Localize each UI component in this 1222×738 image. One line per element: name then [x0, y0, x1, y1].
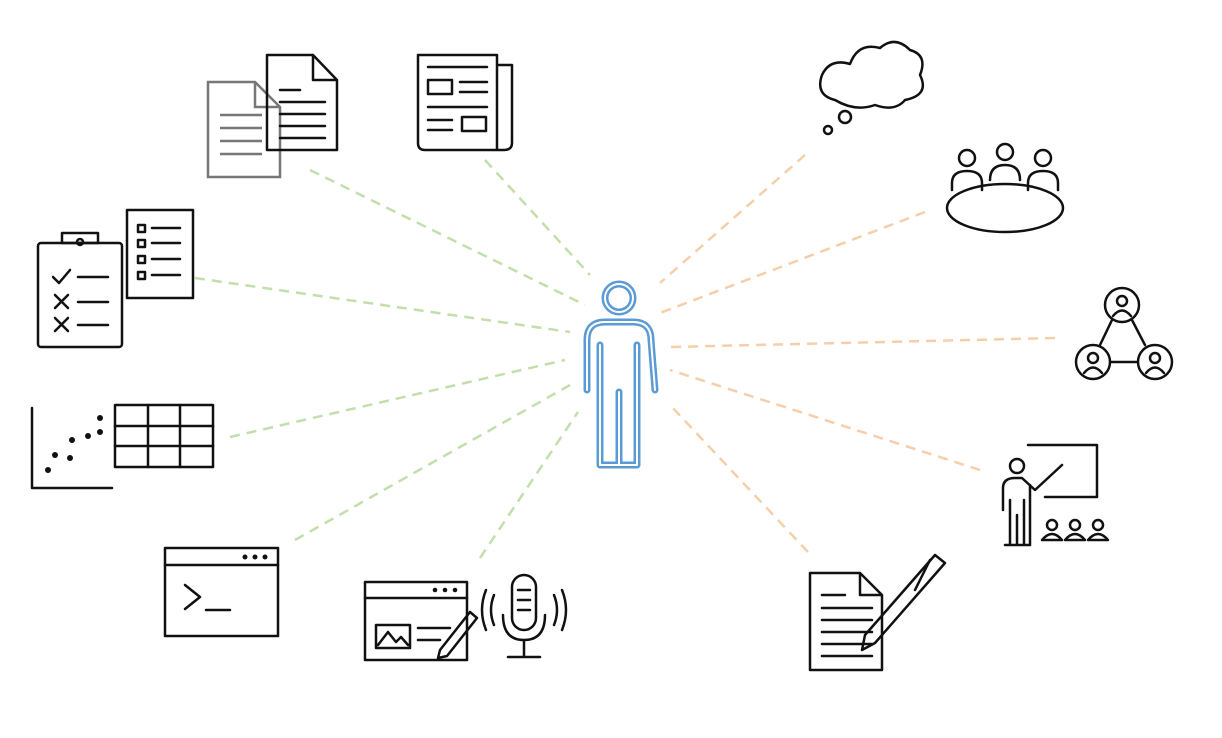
connector-thought	[659, 154, 806, 284]
scatter-table-icon	[30, 403, 215, 490]
connector-terminal	[294, 383, 571, 542]
connector-documents	[309, 168, 586, 307]
newspaper-icon	[416, 53, 514, 152]
meeting-table-icon	[945, 142, 1065, 234]
contract-signing-icon	[808, 553, 947, 672]
presentation-icon	[1001, 443, 1110, 547]
connector-checklist	[194, 276, 571, 334]
connector-scatter-table	[229, 358, 566, 439]
connector-blog-podcast	[478, 411, 580, 559]
connector-presentation	[669, 368, 981, 472]
terminal-icon	[163, 546, 280, 638]
thought-cloud-icon	[818, 40, 925, 136]
connector-newspaper	[484, 159, 591, 276]
connector-network	[669, 336, 1056, 349]
checklist-clipboard-icon	[36, 208, 195, 349]
network-people-icon	[1074, 286, 1174, 381]
connector-contract	[669, 404, 809, 553]
connectors-left	[194, 159, 591, 559]
person-icon	[583, 280, 659, 469]
documents-icon	[206, 53, 339, 179]
connectors-right	[659, 154, 1056, 553]
blog-podcast-icon	[363, 573, 568, 662]
connector-meeting	[659, 210, 926, 315]
